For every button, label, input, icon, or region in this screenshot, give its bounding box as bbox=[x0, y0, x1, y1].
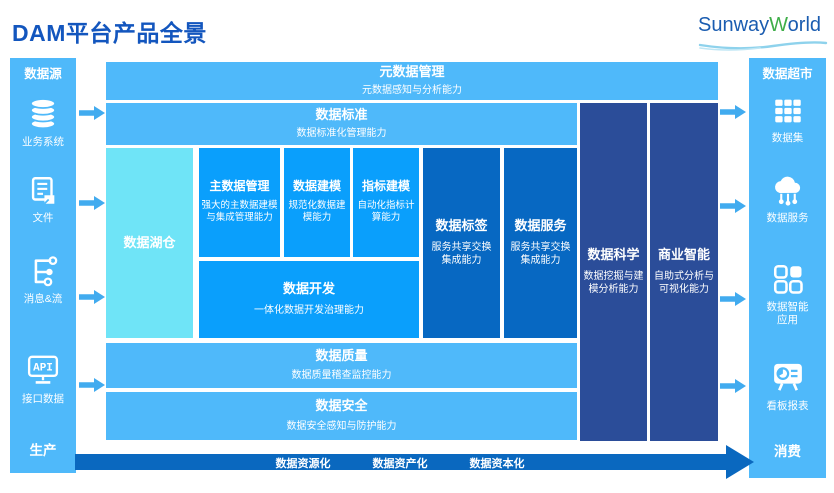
stream-icon bbox=[34, 256, 58, 287]
value-flow-label-asset: 数据资产化 bbox=[372, 458, 428, 470]
block-subtitle: 一体化数据开发治理能力 bbox=[254, 304, 364, 316]
block-data-lakehouse: 数据湖仓 bbox=[106, 148, 193, 338]
mart-label: 数据智能应用 bbox=[766, 301, 809, 327]
block-data-quality: 数据质量 数据质量稽查监控能力 bbox=[106, 343, 577, 388]
source-label: 业务系统 bbox=[22, 136, 64, 148]
logo-part-sunway: Sunway bbox=[698, 14, 770, 36]
block-data-modeling: 数据建模 规范化数据建模能力 bbox=[284, 148, 350, 257]
block-data-tag: 数据标签 服务共享交换集成能力 bbox=[423, 148, 500, 338]
arrow-left-2-icon bbox=[79, 196, 105, 210]
bottom-value-flow-arrow: 数据资源化 数据资产化 数据资本化 bbox=[75, 444, 755, 480]
svg-text:API: API bbox=[33, 363, 53, 375]
mart-label: 数据服务 bbox=[766, 212, 809, 224]
logo-part-orld: orld bbox=[787, 14, 822, 36]
mart-item-dataset: 数据集 bbox=[749, 94, 826, 145]
api-icon: API bbox=[27, 355, 59, 384]
dashboard-icon bbox=[773, 363, 802, 391]
apps-icon bbox=[773, 264, 803, 294]
block-title: 数据质量 bbox=[315, 347, 368, 363]
block-subtitle: 数据安全感知与防护能力 bbox=[286, 420, 397, 432]
mart-item-dashboard-reports: 看板报表 bbox=[749, 358, 826, 413]
block-title: 数据安全 bbox=[315, 398, 368, 414]
cloud-service-icon bbox=[774, 176, 800, 206]
file-icon bbox=[31, 177, 55, 205]
block-title: 商业智能 bbox=[657, 247, 710, 263]
block-master-data-management: 主数据管理 强大的主数据建模与集成管理能力 bbox=[199, 148, 280, 257]
source-label: 接口数据 bbox=[22, 393, 64, 405]
right-sidebar-header: 数据超市 bbox=[762, 67, 813, 81]
left-sidebar-header: 数据源 bbox=[24, 67, 62, 81]
mart-item-intelligent-apps: 数据智能应用 bbox=[749, 261, 826, 327]
block-subtitle: 规范化数据建模能力 bbox=[288, 200, 346, 224]
block-title: 数据标签 bbox=[435, 218, 488, 234]
block-title: 元数据管理 bbox=[379, 64, 445, 80]
block-title: 数据开发 bbox=[282, 281, 335, 297]
right-sidebar-data-mart: 数据超市 数据集 bbox=[749, 58, 826, 478]
block-title: 数据标准 bbox=[315, 106, 368, 122]
block-metadata-management: 元数据管理 元数据感知与分析能力 bbox=[106, 62, 718, 100]
value-flow-label-capital: 数据资本化 bbox=[469, 458, 525, 470]
source-label: 消息&流 bbox=[23, 293, 63, 305]
block-title: 数据服务 bbox=[514, 218, 567, 234]
mart-item-data-service: 数据服务 bbox=[749, 172, 826, 225]
database-icon bbox=[30, 98, 56, 130]
block-metric-modeling: 指标建模 自动化指标计算能力 bbox=[353, 148, 419, 257]
left-sidebar-footer-produce: 生产 bbox=[29, 443, 57, 458]
arrow-right-4-icon bbox=[720, 379, 746, 393]
logo-swoosh-icon bbox=[698, 41, 828, 51]
block-subtitle: 数据挖掘与建模分析能力 bbox=[583, 270, 644, 295]
block-subtitle: 自助式分析与可视化能力 bbox=[654, 270, 714, 295]
big-right-arrow-icon bbox=[75, 445, 754, 479]
value-flow-label-resource: 数据资源化 bbox=[275, 458, 331, 470]
arrow-right-2-icon bbox=[720, 199, 746, 213]
block-data-security: 数据安全 数据安全感知与防护能力 bbox=[106, 392, 577, 440]
value-flow-labels: 数据资源化 数据资产化 数据资本化 bbox=[75, 455, 725, 471]
dataset-grid-icon bbox=[774, 99, 801, 123]
arrow-right-1-icon bbox=[720, 105, 746, 119]
block-data-service: 数据服务 服务共享交换集成能力 bbox=[504, 148, 577, 338]
page-title: DAM平台产品全景 bbox=[12, 20, 207, 46]
block-title: 主数据管理 bbox=[209, 179, 270, 194]
block-subtitle: 服务共享交换集成能力 bbox=[431, 241, 492, 266]
block-data-development: 数据开发 一体化数据开发治理能力 bbox=[199, 261, 419, 338]
sunwayworld-logo: SunwayWorld bbox=[698, 14, 828, 52]
block-subtitle: 元数据感知与分析能力 bbox=[362, 84, 462, 96]
source-item-api-data: API 接口数据 bbox=[10, 351, 76, 406]
block-subtitle: 自动化指标计算能力 bbox=[357, 200, 415, 224]
block-subtitle: 服务共享交换集成能力 bbox=[510, 241, 571, 266]
block-title: 数据建模 bbox=[292, 179, 341, 194]
arrow-left-3-icon bbox=[79, 290, 105, 304]
block-subtitle: 数据标准化管理能力 bbox=[296, 128, 387, 140]
block-title: 数据湖仓 bbox=[123, 234, 176, 250]
arrow-left-4-icon bbox=[79, 378, 105, 392]
block-data-standard: 数据标准 数据标准化管理能力 bbox=[106, 103, 577, 145]
source-label: 文件 bbox=[32, 212, 54, 224]
arrow-left-1-icon bbox=[79, 106, 105, 120]
source-item-business-systems: 业务系统 bbox=[10, 96, 76, 149]
block-subtitle: 强大的主数据建模与集成管理能力 bbox=[201, 200, 278, 224]
source-item-files: 文件 bbox=[10, 174, 76, 225]
right-sidebar-footer-consume: 消费 bbox=[774, 444, 801, 459]
left-sidebar-data-sources: 数据源 业务系统 文件 bbox=[10, 58, 76, 473]
logo-text: SunwayWorld bbox=[698, 14, 828, 37]
block-data-science: 数据科学 数据挖掘与建模分析能力 bbox=[580, 103, 647, 441]
block-business-intelligence: 商业智能 自助式分析与可视化能力 bbox=[650, 103, 718, 441]
arrow-right-3-icon bbox=[720, 292, 746, 306]
logo-part-w: W bbox=[769, 14, 788, 36]
block-subtitle: 数据质量稽查监控能力 bbox=[291, 370, 392, 382]
mart-label: 看板报表 bbox=[766, 400, 809, 412]
source-item-message-stream: 消息&流 bbox=[10, 255, 76, 306]
block-title: 数据科学 bbox=[587, 247, 640, 263]
block-title: 指标建模 bbox=[361, 179, 410, 194]
mart-label: 数据集 bbox=[771, 132, 804, 144]
